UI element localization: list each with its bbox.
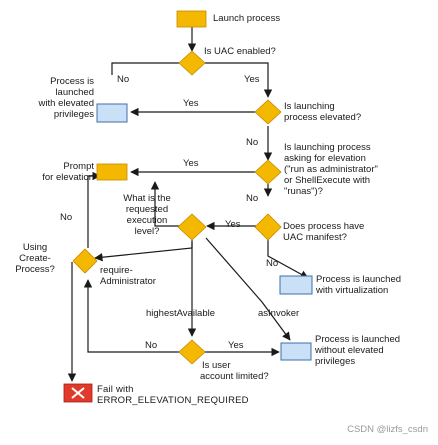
- edge-label-asinvoker: asInvoker: [258, 308, 300, 319]
- launched-elevated-node: [96, 103, 128, 123]
- using-createprocess-decision: [72, 248, 98, 274]
- edge-label-manifest-no: No: [266, 258, 279, 269]
- is-elevated-decision: [254, 99, 282, 125]
- prompt-elevation-node: [96, 163, 128, 181]
- edge-exec-to-create: [94, 240, 193, 262]
- edge-label-limited-yes: Yes: [228, 340, 244, 351]
- user-limited-decision: [178, 339, 206, 365]
- edge-label-asking-yes: Yes: [183, 158, 199, 169]
- virtualization-label: Process is launched with virtualization: [316, 274, 402, 296]
- edge-manifest-no: [267, 240, 309, 279]
- is-elevated-label: Is launching process elevated?: [284, 101, 362, 123]
- edge-create-no: [87, 171, 101, 248]
- edge-label-elevated-yes: Yes: [183, 98, 199, 109]
- asking-elevation-decision: [254, 159, 282, 185]
- exec-level-label: What is the requested execution level?: [123, 193, 171, 237]
- uac-enabled-label: Is UAC enabled?: [204, 46, 276, 57]
- edge-label-uac-yes: Yes: [244, 74, 260, 85]
- manifest-label: Does process have UAC manifest?: [283, 221, 365, 243]
- edge-label-highest: highestAvailable: [146, 308, 216, 319]
- edge-label-uac-no: No: [117, 74, 130, 85]
- launched-elevated-label: Process is launched with elevated privil…: [38, 76, 94, 120]
- fail-label: Fail with ERROR_ELEVATION_REQUIRED: [97, 384, 249, 406]
- edge-label-manifest-yes: Yes: [225, 219, 241, 230]
- using-createprocess-label: Using Create- Process?: [15, 242, 55, 275]
- connector-lines: [67, 27, 309, 382]
- user-limited-label: Is user account limited?: [200, 360, 269, 382]
- launched-without-node: [280, 342, 312, 361]
- edge-label-require-admin: require- Administrator: [100, 265, 156, 287]
- fail-x-icon: [71, 387, 85, 399]
- edge-exec-to-prompt: [150, 181, 180, 227]
- watermark: CSDN @lizfs_csdn: [347, 424, 428, 435]
- edge-limited-no: [83, 279, 180, 353]
- execution-level-decision: [177, 213, 207, 241]
- uac-enabled-decision: [178, 50, 206, 76]
- prompt-elevation-label: Prompt for elevation: [42, 161, 94, 183]
- edge-label-limited-no: No: [145, 340, 158, 351]
- launch-process-node: [176, 10, 207, 28]
- edge-label-elevated-no: No: [246, 137, 259, 148]
- edge-uac-no: [111, 62, 180, 75]
- asking-elevation-label: Is launching process asking for elevatio…: [284, 142, 378, 197]
- without-elevated-label: Process is launched without elevated pri…: [315, 334, 401, 367]
- edge-uac-yes: [205, 62, 273, 98]
- launched-virtualization-node: [279, 275, 313, 295]
- edge-exec-asinvoker: [205, 237, 291, 341]
- uac-manifest-decision: [254, 213, 282, 241]
- launch-process-label: Launch process: [213, 13, 281, 24]
- edge-label-create-no: No: [60, 212, 73, 223]
- edge-label-asking-no: No: [246, 193, 259, 204]
